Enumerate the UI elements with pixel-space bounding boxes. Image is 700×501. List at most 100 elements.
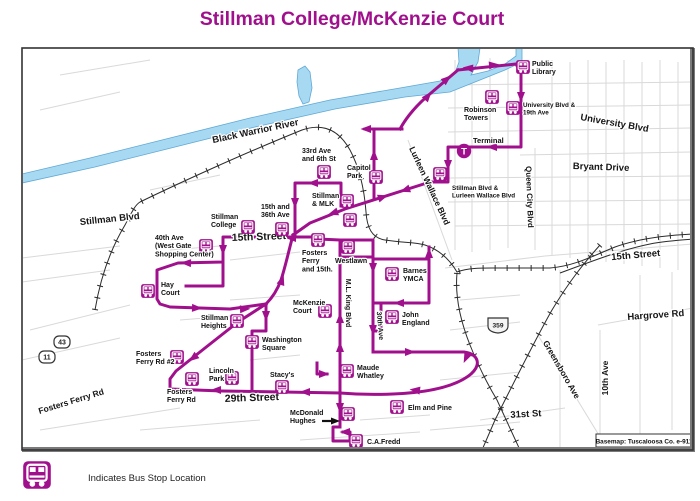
route-arrow (369, 325, 377, 336)
street-label: M.L. King Blvd (344, 279, 351, 328)
route-arrow (307, 179, 318, 187)
route-arrow (336, 312, 344, 323)
us-route-shield: 43 (53, 335, 71, 349)
bus-stop-icon (340, 406, 356, 422)
route-arrow (517, 92, 525, 103)
bus-stop-icon (348, 433, 364, 448)
street-line (597, 307, 691, 326)
route-arrow (463, 351, 472, 363)
map-border (21, 47, 694, 451)
route-arrow (360, 125, 371, 133)
street-line (407, 139, 453, 261)
legend: Indicates Bus Stop Location (22, 460, 206, 490)
page-title: Stillman College/McKenzie Court (200, 8, 505, 30)
route-arrow (488, 61, 500, 70)
bus-stop-icon (384, 266, 400, 282)
bus-stop-icon (274, 379, 290, 395)
street-line (359, 414, 431, 421)
bus-stop-icon (310, 232, 326, 248)
street-line (447, 127, 691, 133)
route-arrow (319, 370, 330, 378)
street-line (29, 304, 131, 331)
route-arrow (409, 386, 421, 395)
street-line (454, 223, 691, 227)
bus-stop-icon (340, 239, 356, 255)
us-route-shield: 11 (38, 350, 56, 364)
basemap-attribution: Basemap: Tuscaloosa Co. e-911 (595, 433, 691, 448)
route-arrow (425, 247, 433, 258)
bus-stop-icon (432, 166, 448, 182)
street-line (447, 175, 691, 179)
street-line (439, 371, 521, 381)
bus-stop-label: Stillman Blvd &Lurleen Wallace Blvd (452, 185, 515, 200)
street-label: Bryant Drive (573, 161, 630, 174)
route-arrow (421, 91, 432, 103)
route-arrow (369, 263, 377, 274)
bus-stop-icon (342, 212, 358, 228)
route-arrow (180, 259, 192, 268)
bus-stop-icon (274, 221, 290, 237)
street-line (39, 407, 181, 431)
street-line (23, 337, 121, 361)
bus-stop-label: C.A.Fredd (367, 439, 400, 446)
bus-stop-label: Stacy's (270, 372, 294, 379)
bus-stop-icon (384, 309, 400, 325)
bus-stop-icon (339, 193, 355, 209)
shield-number: 11 (43, 355, 51, 362)
bus-stop-icon (140, 283, 156, 299)
street-line (249, 354, 301, 361)
route-arrow (377, 194, 389, 203)
legend-bus-icon (22, 460, 52, 490)
street-line (479, 407, 566, 421)
bus-stop-icon (505, 100, 521, 116)
route-direction-arrows (180, 61, 525, 436)
route-arrow (444, 160, 452, 171)
street-label: 29th Street (225, 391, 280, 405)
street-line (544, 243, 691, 257)
bus-stop-label: Westlawn (335, 258, 367, 265)
route-arrow (339, 428, 350, 436)
route-arrow (239, 305, 251, 314)
legend-label: Indicates Bus Stop Location (88, 473, 206, 484)
bus-stop-label: Elm and Pine (408, 405, 452, 412)
street-line (23, 269, 111, 283)
street-label: 30th Ave (375, 311, 384, 340)
bus-stop-icon (316, 164, 332, 180)
street-line (139, 419, 261, 431)
bus-stop-icon (184, 371, 200, 387)
route-arrow (486, 143, 497, 151)
street-label: 31st St (510, 408, 543, 421)
route-arrow (462, 64, 474, 73)
bus-stop-label: Stillman& MLK (312, 193, 339, 208)
bus-stop-icon (244, 334, 260, 350)
street-line (59, 59, 151, 76)
route-arrow (440, 75, 452, 86)
black-warrior-river (23, 49, 523, 184)
street-line (535, 331, 608, 448)
bus-stop-icon (229, 313, 245, 329)
route-arrow (191, 303, 203, 312)
route-arrow (336, 403, 344, 414)
street-line (39, 91, 121, 111)
street-line (429, 421, 521, 431)
shield-number: 359 (492, 322, 503, 329)
bus-stop-icon (240, 219, 256, 235)
